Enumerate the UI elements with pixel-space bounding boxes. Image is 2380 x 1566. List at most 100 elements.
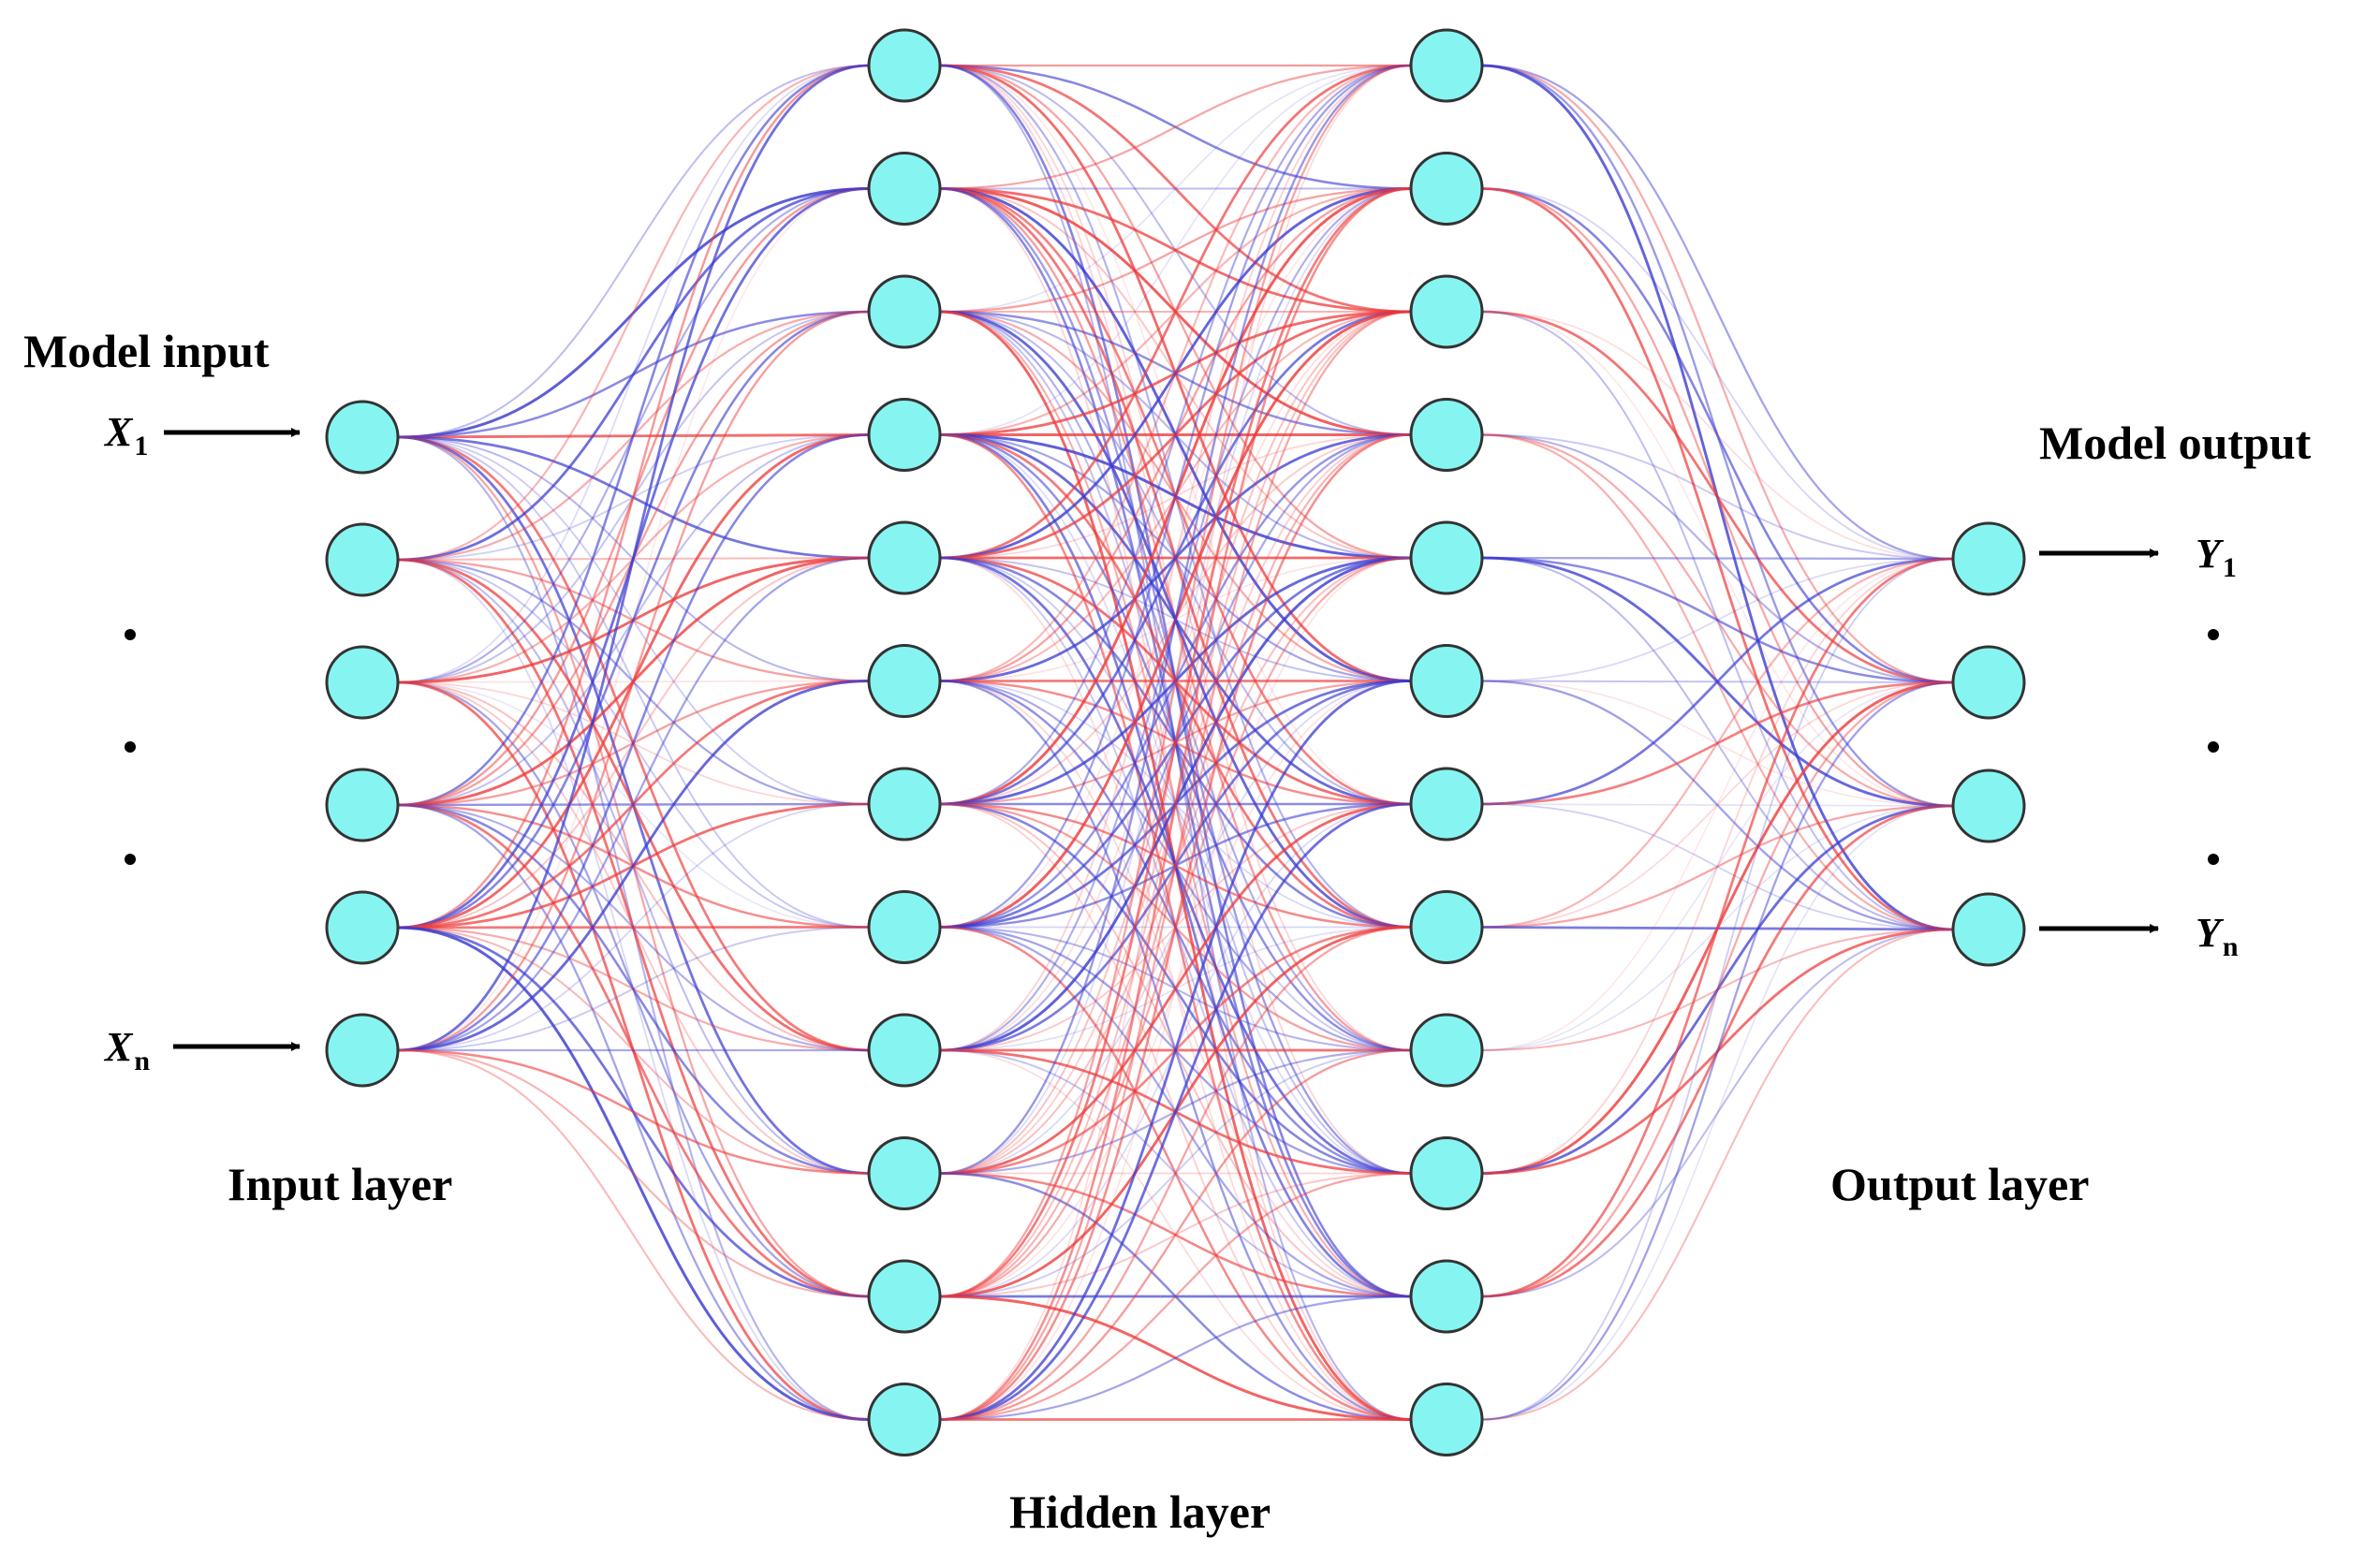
connection-line — [939, 926, 1412, 1421]
connection-line — [397, 433, 870, 929]
connection-line — [939, 64, 1412, 314]
connection-line — [397, 926, 870, 1175]
input-ellipsis-dot — [125, 854, 136, 865]
input-ellipsis-dot — [125, 629, 136, 640]
hidden2-node — [1409, 1259, 1484, 1334]
connection-line — [1481, 310, 1954, 684]
connection-line — [397, 1048, 870, 1421]
output-node — [1951, 645, 2026, 720]
connection-line — [1481, 681, 1954, 1298]
connection-line — [939, 802, 1412, 1175]
hidden2-node — [1409, 152, 1484, 226]
connection-line — [939, 310, 1412, 1421]
hidden1-node — [867, 28, 942, 103]
input-node — [325, 645, 400, 720]
input-x1-label: X1 — [105, 409, 149, 461]
neurons — [325, 28, 2026, 1456]
connection-line — [939, 64, 1412, 1298]
connection-line — [397, 680, 870, 1052]
connection-line — [939, 1049, 1412, 1297]
connection-line — [1481, 433, 1954, 560]
connection-line — [939, 433, 1412, 929]
connection-line — [1481, 557, 1954, 806]
connection-line — [939, 311, 1412, 1051]
hidden2-node — [1409, 767, 1484, 842]
connection-line — [397, 926, 870, 929]
connection-line — [939, 680, 1412, 1297]
output-ellipsis-dot — [2208, 741, 2219, 753]
hidden1-node — [867, 1383, 942, 1456]
connection-line — [1481, 804, 1954, 1175]
connection-line — [397, 64, 870, 929]
io-arrows — [164, 428, 2159, 1051]
connection-line — [397, 187, 870, 1051]
connection-line — [397, 64, 870, 562]
connection-line — [1481, 556, 1954, 561]
connection-line — [939, 65, 1412, 1051]
connection-line — [939, 64, 1412, 560]
connection-line — [939, 310, 1412, 560]
connection-line — [1481, 433, 1954, 684]
connection-line — [397, 187, 870, 562]
input-node — [325, 768, 400, 842]
connection-line — [397, 926, 870, 1051]
connection-line — [939, 187, 1412, 314]
connection-line — [1481, 681, 1954, 1051]
connection-line — [397, 64, 870, 1052]
hidden1-node — [867, 767, 942, 842]
connection-line — [939, 64, 1412, 806]
hidden2-node — [1409, 398, 1484, 472]
hidden1-node — [867, 1259, 942, 1334]
output-ellipsis-dot — [2208, 854, 2219, 865]
connection-line — [939, 310, 1412, 806]
connection-line — [939, 1295, 1412, 1421]
connection-line — [1481, 311, 1954, 560]
connection-line — [939, 65, 1412, 313]
connection-line — [1481, 681, 1954, 806]
connection-line — [939, 680, 1412, 1052]
hidden-layer-title: Hidden layer — [1009, 1486, 1271, 1538]
connection-line — [397, 1048, 870, 1175]
hidden2-node — [1409, 1383, 1484, 1456]
input-layer-title: Input layer — [228, 1158, 453, 1210]
connection-line — [939, 926, 1412, 1421]
connection-line — [397, 556, 870, 1052]
connection-line — [1481, 804, 1954, 1298]
connection-line — [397, 803, 870, 1298]
connection-line — [939, 187, 1412, 1175]
connection-line — [1481, 311, 1954, 807]
input-node — [325, 400, 400, 475]
input-xn-label: Xn — [105, 1024, 151, 1076]
connection-line — [397, 310, 870, 1052]
connection-line — [939, 187, 1412, 560]
hidden2-node — [1409, 28, 1484, 103]
hidden1-node — [867, 1013, 942, 1088]
connection-line — [1481, 64, 1954, 561]
connection-line — [939, 187, 1412, 682]
output-node — [1951, 768, 2026, 843]
connection-line — [1481, 558, 1954, 1175]
connection-line — [939, 1295, 1412, 1421]
connection-line — [1481, 803, 1954, 930]
hidden2-node — [1409, 1136, 1484, 1210]
connection-line — [939, 64, 1412, 682]
hidden1-node — [867, 1136, 942, 1210]
connection-line — [397, 65, 870, 683]
output-y1-label: Y1 — [2196, 531, 2237, 583]
connection-line — [1481, 187, 1954, 931]
connection-line — [939, 187, 1412, 1421]
connection-line — [939, 65, 1412, 1421]
connection-line — [397, 680, 870, 929]
connection-line — [1481, 928, 1954, 1298]
connection-line — [939, 1049, 1412, 1297]
connection-line — [397, 310, 870, 929]
connection-line — [939, 64, 1412, 929]
connection-line — [397, 926, 870, 1052]
hidden2-node — [1409, 644, 1484, 718]
hidden2-node — [1409, 520, 1484, 595]
hidden1-node — [867, 274, 942, 349]
hidden2-node — [1409, 890, 1484, 964]
hidden1-node — [867, 644, 942, 718]
input-node — [325, 890, 400, 965]
